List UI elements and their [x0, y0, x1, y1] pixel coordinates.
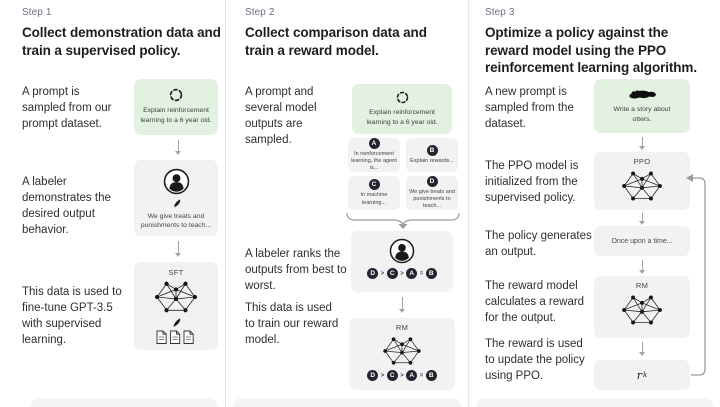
step3-prompt-box: Write a story about otters.	[594, 79, 690, 133]
sample-letter: C	[368, 179, 380, 191]
rank-separator: =	[419, 270, 424, 277]
step3-caption-ppo-init: The PPO model is initialized from the su…	[485, 160, 579, 205]
sampling-icon	[396, 91, 409, 104]
reward-subscript: k	[643, 371, 648, 379]
rm-label: RM	[635, 281, 649, 290]
arrow-down-icon	[639, 137, 645, 150]
step2-title: Collect comparison data and train a rewa…	[245, 25, 427, 58]
ranking-row: D > C > A = B	[367, 370, 437, 381]
rank-separator: =	[419, 372, 424, 379]
rank-letter: D	[367, 370, 379, 381]
rm-label: RM	[395, 323, 409, 332]
rank-letter: B	[425, 268, 437, 279]
network-icon	[154, 279, 198, 315]
network-icon	[621, 169, 663, 203]
step3-label: Step 3	[485, 7, 515, 18]
pen-icon	[171, 317, 182, 328]
arrow-down-icon	[639, 260, 645, 274]
reward-symbol: r	[636, 368, 642, 382]
step3-output-box: Once upon a time...	[594, 226, 690, 256]
step3-caption-output: The policy generates an output.	[485, 230, 592, 259]
arrow-down-icon	[399, 297, 405, 313]
brace-icon	[346, 212, 460, 229]
step3-rm-box: RM	[594, 276, 690, 338]
sample-text: In machine learning...	[360, 192, 388, 206]
rank-letter: B	[425, 370, 437, 381]
rank-separator: >	[400, 270, 404, 277]
labeler-icon	[389, 238, 415, 264]
rank-letter: C	[386, 370, 398, 381]
sft-label: SFT	[168, 268, 184, 277]
step1-caption-labeler: A labeler demonstrates the desired outpu…	[22, 176, 111, 237]
rank-letter: D	[367, 268, 379, 279]
rank-letter: A	[406, 268, 418, 279]
cropped-panel	[233, 398, 461, 407]
step2-caption-prompt: A prompt and several model outputs are s…	[245, 86, 317, 147]
sample-output-b: B Explain rewards...	[406, 138, 458, 172]
prompt-text: Explain reinforcement learning to a 6 ye…	[140, 107, 212, 124]
pen-icon	[171, 198, 182, 209]
documents-icon	[156, 330, 196, 345]
step1-prompt-box: Explain reinforcement learning to a 6 ye…	[134, 79, 218, 135]
step1-label: Step 1	[22, 7, 52, 18]
column-divider	[225, 0, 226, 407]
arrow-down-icon	[175, 241, 181, 257]
step2-rm-box: RM D > C > A	[349, 318, 455, 390]
otter-icon	[627, 88, 657, 101]
prompt-text: Explain reinforcement learning to a 6 ye…	[366, 108, 438, 126]
cropped-panel	[476, 398, 714, 407]
sample-output-a: A In reinforcement learning, the agent i…	[348, 137, 400, 172]
sample-letter: B	[426, 144, 438, 156]
step3-title: Optimize a policy against the reward mod…	[485, 25, 697, 76]
step3-caption-reward-calc: The reward model calculates a reward for…	[485, 280, 585, 325]
output-text: Once upon a time...	[611, 237, 673, 245]
sample-output-c: C In machine learning...	[348, 176, 400, 210]
rank-separator: >	[400, 372, 404, 379]
prompt-text: Write a story about otters.	[613, 105, 671, 123]
sample-letter: A	[368, 137, 380, 149]
network-icon	[621, 293, 663, 327]
sample-output-d: D We give treats and punishments to teac…	[406, 175, 458, 210]
step1-caption-prompt: A prompt is sampled from our prompt data…	[22, 86, 112, 131]
sample-text: Explain rewards...	[410, 157, 454, 164]
column-divider	[468, 0, 469, 407]
feedback-loop-arrow	[686, 172, 712, 382]
network-icon	[381, 335, 423, 367]
ppo-label: PPO	[633, 157, 651, 166]
sample-text: We give treats and punishments to teach.…	[409, 188, 455, 210]
arrow-down-icon	[639, 342, 645, 356]
step3-caption-prompt: A new prompt is sampled from the dataset…	[485, 86, 574, 131]
cropped-panel	[30, 398, 218, 407]
rank-letter: C	[386, 268, 398, 279]
ranking-row: D > C > A = B	[367, 268, 437, 279]
step1-sft-box: SFT	[134, 262, 218, 350]
sampling-icon	[169, 88, 183, 102]
step3-caption-update: The reward is used to update the policy …	[485, 338, 585, 383]
sample-letter: D	[426, 175, 438, 187]
step3-ppo-box: PPO	[594, 152, 690, 210]
arrow-down-icon	[175, 140, 181, 155]
step2-caption-train: This data is used to train our reward mo…	[245, 302, 339, 347]
rank-separator: >	[380, 270, 385, 277]
step1-labeler-box: We give treats and punishments to teach.…	[134, 160, 218, 236]
step1-caption-finetune: This data is used to fine-tune GPT-3.5 w…	[22, 286, 122, 347]
step2-prompt-box: Explain reinforcement learning to a 6 ye…	[352, 84, 452, 134]
sample-text: In reinforcement learning, the agent is.…	[351, 150, 397, 172]
step2-label: Step 2	[245, 7, 275, 18]
step2-caption-ranking: A labeler ranks the outputs from best to…	[245, 248, 347, 293]
arrow-down-icon	[639, 213, 645, 225]
labeler-note: We give treats and punishments to teach.…	[140, 213, 212, 230]
step2-labeler-box: D > C > A = B	[351, 231, 453, 292]
labeler-icon	[163, 168, 190, 195]
step1-title: Collect demonstration data and train a s…	[22, 25, 221, 58]
rank-letter: A	[406, 370, 418, 381]
rank-separator: >	[380, 372, 385, 379]
